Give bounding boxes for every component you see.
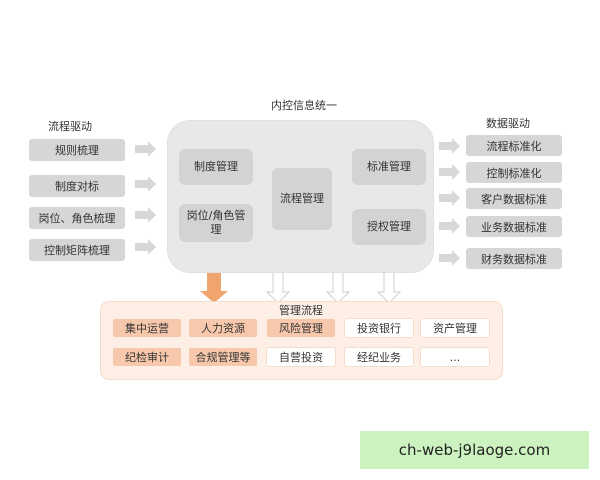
orange-down-arrow — [200, 271, 228, 303]
left-arrow-2 — [135, 176, 156, 192]
mgmt-compliance: 合规管理等 — [189, 348, 257, 366]
right-item-process-standard: 流程标准化 — [466, 135, 562, 156]
left-heading: 流程驱动 — [48, 120, 92, 133]
left-item-position-role: 岗位、角色梳理 — [29, 207, 125, 229]
right-item-control-standard: 控制标准化 — [466, 162, 562, 183]
right-arrow-3 — [439, 190, 460, 206]
mgmt-centralized-ops: 集中运营 — [113, 319, 181, 337]
mgmt-asset-management: 资产管理 — [421, 319, 489, 337]
up-arrow-3 — [376, 270, 402, 304]
right-heading: 数据驱动 — [486, 117, 530, 130]
right-arrow-1 — [439, 138, 460, 154]
up-arrow-1 — [265, 270, 291, 304]
mgmt-more: ... — [421, 348, 489, 366]
system-management-box: 制度管理 — [179, 149, 253, 185]
left-arrow-3 — [135, 207, 156, 223]
position-role-management-box: 岗位/角色管理 — [179, 204, 253, 242]
right-item-customer-data: 客户数据标准 — [466, 188, 562, 209]
mgmt-human-resources: 人力资源 — [189, 319, 257, 337]
watermark-banner: ch-web-j9laoge.com — [360, 431, 589, 469]
right-arrow-4 — [439, 218, 460, 234]
right-arrow-5 — [439, 250, 460, 266]
mgmt-proprietary-investment: 自营投资 — [267, 348, 335, 366]
process-management-box: 流程管理 — [272, 168, 332, 230]
standard-management-box: 标准管理 — [352, 149, 426, 185]
authorization-management-box: 授权管理 — [352, 209, 426, 245]
mgmt-risk-management: 风险管理 — [267, 319, 335, 337]
right-item-business-data: 业务数据标准 — [466, 216, 562, 237]
mgmt-investment-banking: 投资银行 — [345, 319, 413, 337]
right-arrow-2 — [439, 164, 460, 180]
management-process-panel — [101, 302, 502, 379]
mgmt-brokerage: 经纪业务 — [345, 348, 413, 366]
left-arrow-1 — [135, 141, 156, 157]
diagram-title: 内控信息统一 — [271, 99, 337, 112]
left-item-control-matrix: 控制矩阵梳理 — [29, 239, 125, 261]
mgmt-discipline-audit: 纪检审计 — [113, 348, 181, 366]
right-item-finance-data: 财务数据标准 — [466, 248, 562, 269]
up-arrow-2 — [325, 270, 351, 304]
left-arrow-4 — [135, 239, 156, 255]
management-heading: 管理流程 — [279, 304, 323, 317]
left-item-rules: 规则梳理 — [29, 139, 125, 161]
left-item-system-benchmark: 制度对标 — [29, 175, 125, 197]
